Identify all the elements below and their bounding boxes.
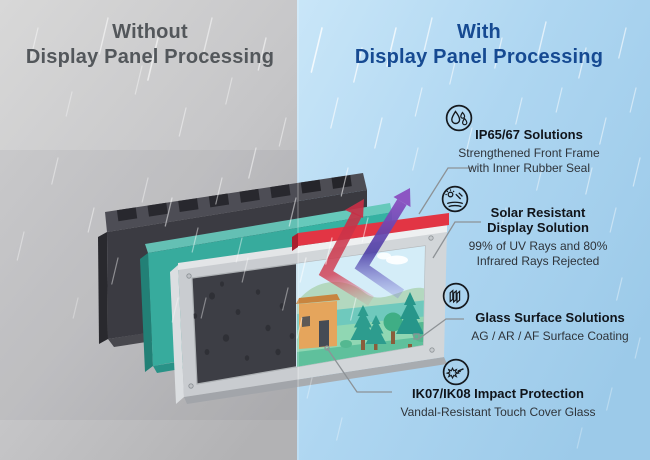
feature-impact-protection: IK07/IK08 Impact Protection Vandal-Resis… <box>393 386 603 420</box>
feature-title: Glass Surface Solutions <box>475 310 625 325</box>
feature-solar-resistant: Solar Resistant Display Solution 99% of … <box>433 205 643 268</box>
feature-glass-surface: Glass Surface Solutions AG / AR / AF Sur… <box>445 310 650 344</box>
feature-subtitle-line: AG / AR / AF Surface Coating <box>471 329 629 343</box>
with-title-line2: Display Panel Processing <box>354 46 604 68</box>
without-title-line2: Display Panel Processing <box>25 46 275 68</box>
feature-title-line: Solar Resistant <box>490 205 586 220</box>
without-title-line1: Without <box>112 21 188 43</box>
water-drops-icon <box>445 104 473 132</box>
feature-subtitle-line: Infrared Rays Rejected <box>476 253 600 268</box>
without-section-title: Without Display Panel Processing <box>5 20 295 70</box>
ir-ray-arrow <box>354 188 411 299</box>
solar-sun-icon <box>441 185 469 213</box>
unprocessed-side-tint <box>0 150 298 420</box>
feature-title: IP65/67 Solutions <box>475 127 583 142</box>
feature-title-line: Display Solution <box>487 220 589 235</box>
feature-ip65-67: IP65/67 Solutions Strengthened Front Fra… <box>424 127 634 175</box>
house <box>296 294 340 349</box>
uv-ray-arrow <box>318 199 374 306</box>
with-section-title: With Display Panel Processing <box>334 20 624 70</box>
solar-film-stripe <box>292 213 449 251</box>
water-droplets <box>192 281 295 361</box>
with-title-line1: With <box>457 21 501 43</box>
feature-subtitle-line: with Inner Rubber Seal <box>467 160 591 175</box>
rain-overlay <box>16 17 641 449</box>
connector-lines <box>324 167 481 393</box>
feature-subtitle-line: 99% of UV Rays and 80% <box>468 239 608 253</box>
feature-subtitle-line: Vandal-Resistant Touch Cover Glass <box>400 405 596 419</box>
feature-subtitle-line: Strengthened Front Frame <box>458 146 600 160</box>
frame-screws <box>186 235 435 389</box>
glass-layers-icon <box>442 282 470 310</box>
split-line <box>297 0 299 460</box>
feature-title: IK07/IK08 Impact Protection <box>412 386 584 401</box>
impact-star-icon <box>442 358 470 386</box>
